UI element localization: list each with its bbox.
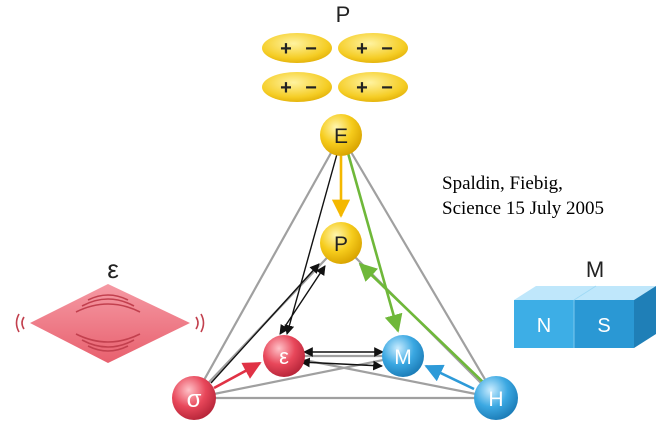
plus-sign: + xyxy=(356,38,368,60)
charge-pair-top-right: + − xyxy=(338,33,408,63)
minus-sign: − xyxy=(381,77,393,99)
charge-pair-bottom-left: + − xyxy=(262,72,332,102)
minus-sign: − xyxy=(381,38,393,60)
vibration-arcs-icon xyxy=(15,294,205,352)
node-sigma-label: σ xyxy=(187,386,202,413)
green-arrow-e-to-m xyxy=(346,152,403,333)
node-epsilon: ε xyxy=(263,335,305,377)
minus-sign: − xyxy=(305,77,317,99)
citation-authors: Spaldin, Fiebig, xyxy=(442,173,563,194)
polarization-title: P xyxy=(336,2,351,27)
node-E-label: E xyxy=(334,125,348,148)
charge-pair-bottom-right: + − xyxy=(338,72,408,102)
strain-title: ε xyxy=(107,254,119,284)
plus-sign: + xyxy=(280,77,292,99)
node-H: H xyxy=(474,376,518,420)
citation-journal: Science 15 July 2005 xyxy=(442,198,605,219)
citation: Spaldin, Fiebig, Science 15 July 2005 xyxy=(442,171,604,221)
node-P-label: P xyxy=(334,233,348,256)
node-H-label: H xyxy=(488,388,503,411)
north-pole-label: N xyxy=(537,315,551,337)
strain-diamond xyxy=(15,284,205,363)
node-P: P xyxy=(320,222,362,264)
plus-sign: + xyxy=(280,38,292,60)
magnet-title: M xyxy=(586,257,604,282)
node-epsilon-label: ε xyxy=(279,344,289,369)
plus-sign: + xyxy=(356,77,368,99)
node-M: M xyxy=(382,335,424,377)
node-sigma: σ xyxy=(172,376,216,420)
charge-pair-top-left: + − xyxy=(262,33,332,63)
node-E: E xyxy=(320,114,362,156)
coupling-arrows-black xyxy=(210,153,384,384)
node-M-label: M xyxy=(394,346,412,369)
blue-arrow-h-to-m xyxy=(424,364,475,391)
minus-sign: − xyxy=(305,38,317,60)
green-arrow-h-to-p xyxy=(358,262,485,384)
red-arrow-sigma-to-epsilon xyxy=(213,361,262,390)
bar-magnet: N S xyxy=(514,285,656,348)
south-pole-label: S xyxy=(597,315,610,337)
